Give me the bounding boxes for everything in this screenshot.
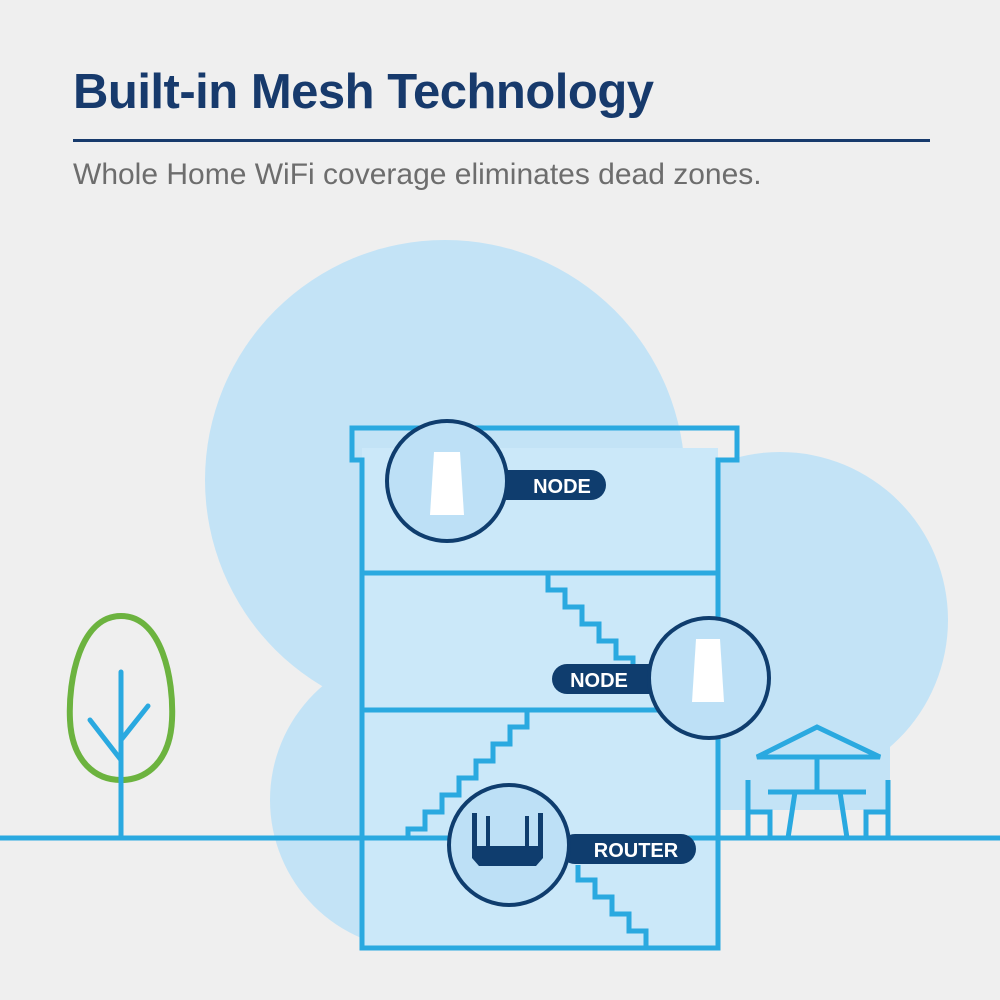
node-middle: NODE — [552, 616, 771, 740]
router-label: ROUTER — [594, 840, 679, 862]
page-title: Built-in Mesh Technology — [73, 65, 654, 119]
picnic-table-icon — [745, 724, 891, 839]
tree-icon — [66, 612, 176, 841]
node-device-icon — [692, 639, 724, 702]
title-divider — [73, 139, 930, 142]
node-device-icon — [430, 452, 464, 515]
node-top: NODE — [385, 419, 606, 543]
page-subtitle: Whole Home WiFi coverage eliminates dead… — [73, 158, 762, 191]
router: ROUTER — [447, 783, 696, 907]
node-top-label: NODE — [533, 476, 591, 498]
router-device-icon — [472, 813, 543, 866]
house-outline — [349, 425, 740, 951]
node-middle-label: NODE — [570, 670, 628, 692]
